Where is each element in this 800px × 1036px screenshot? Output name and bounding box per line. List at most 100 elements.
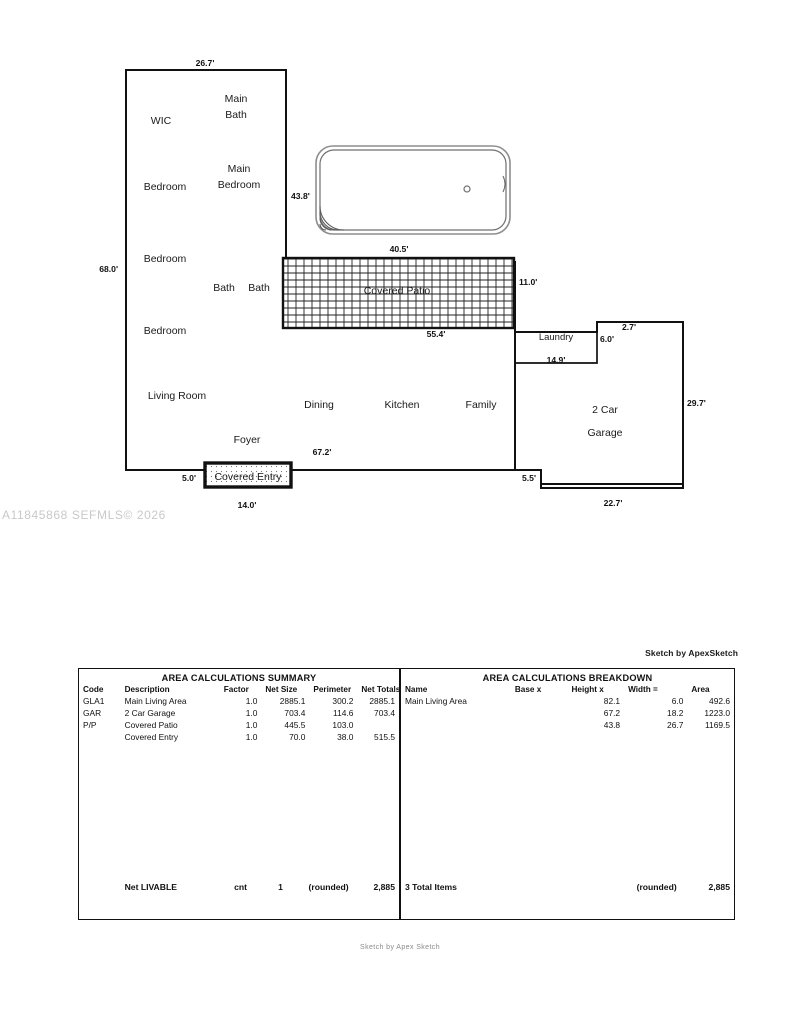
cell-description: Main Living Area (124, 696, 187, 706)
room-label-foyer: Foyer (234, 434, 261, 446)
room-label-bedroom-2: Bedroom (144, 181, 187, 193)
cell-perimeter: 300.2 (332, 696, 354, 706)
room-label-covered-patio: Covered Patio (364, 285, 431, 297)
dim-top-width: 26.7' (196, 58, 215, 68)
room-label-bath-2: Bath (248, 282, 270, 294)
table-row: GAR 2 Car Garage 1.0 703.4 114.6 703.4 (79, 707, 399, 719)
breakdown-col-name: Name (405, 685, 428, 694)
cell-area: 1223.0 (704, 708, 730, 718)
cell-perimeter: 114.6 (333, 708, 354, 718)
table-row: P/P Covered Patio 1.0 445.5 103.0 (79, 719, 399, 731)
dim-garage-right: 29.7' (687, 398, 706, 408)
area-calculations-summary-table: AREA CALCULATIONS SUMMARY Code Descripti… (78, 668, 400, 920)
totals-spacer (534, 881, 607, 893)
cell-net-total: 703.4 (374, 708, 395, 718)
dim-laundry-right: 6.0' (600, 334, 614, 344)
table-row: GLA1 Main Living Area 1.0 2885.1 300.2 2… (79, 695, 399, 707)
room-label-covered-entry: Covered Entry (214, 471, 282, 483)
dim-pool-width: 40.5' (390, 244, 409, 254)
cell-net-size: 703.4 (284, 708, 306, 718)
summary-col-perimeter: Perimeter (313, 685, 352, 694)
cell-net-total: 2885.1 (369, 696, 395, 706)
dim-laundry-width: 14.9' (547, 355, 566, 365)
breakdown-table-grid: Name Base x Height x Width = Area Main L… (401, 683, 734, 731)
cell-factor: 1.0 (245, 732, 258, 742)
room-label-main-bedroom-line1: Main (228, 163, 251, 175)
cell-description: Covered Entry (124, 732, 179, 742)
breakdown-col-base: Base x (514, 685, 542, 694)
room-label-bedroom-4: Bedroom (144, 325, 187, 337)
room-label-garage-line1: 2 Car (592, 404, 618, 416)
summary-col-code: Code (83, 685, 104, 694)
dim-entry-bottom: 14.0' (238, 500, 257, 510)
cell-width: 6.0 (671, 696, 684, 706)
room-label-laundry: Laundry (539, 332, 574, 343)
net-livable-unit: cnt (234, 882, 248, 892)
pool-ladder-icon (502, 175, 506, 193)
cell-height: 43.8 (603, 720, 621, 730)
pool-drain-icon (463, 185, 471, 193)
pool (315, 145, 511, 235)
covered-patio-shape (281, 256, 516, 330)
breakdown-col-height: Height x (571, 685, 604, 694)
cell-perimeter: 38.0 (337, 732, 354, 742)
cell-net-size: 2885.1 (279, 696, 306, 706)
cell-area: 1169.5 (705, 720, 730, 730)
dim-patio-right: 11.0' (519, 277, 537, 287)
summary-header-row: Code Description Factor Net Size Perimet… (79, 683, 401, 695)
cell-factor: 1.0 (245, 696, 258, 706)
dim-laundry-notch: 2.7' (622, 322, 636, 332)
breakdown-table-title: AREA CALCULATIONS BREAKDOWN (482, 673, 653, 683)
summary-col-description: Description (124, 685, 170, 694)
room-label-main-bath-line2: Bath (225, 109, 247, 121)
table-row: 43.8 26.7 1169.5 (401, 719, 734, 731)
room-label-bath-1: Bath (213, 282, 235, 294)
cell-name (401, 719, 511, 731)
cell-base (511, 719, 568, 731)
dim-patio-bottom: 55.4' (427, 329, 446, 339)
breakdown-rounded-label: (rounded) (636, 882, 677, 892)
breakdown-col-width: Width = (628, 685, 658, 694)
room-label-main-bedroom-line2: Bedroom (218, 179, 261, 191)
dim-entry-left: 5.0' (182, 473, 196, 483)
cell-description: 2 Car Garage (124, 708, 176, 718)
mls-watermark: A11845868 SEFMLS© 2026 (2, 508, 166, 522)
cell-code: P/P (83, 720, 97, 730)
cell-code: GAR (83, 708, 102, 718)
cell-width: 26.7 (667, 720, 684, 730)
cell-height: 82.1 (603, 696, 621, 706)
cell-name (401, 707, 511, 719)
summary-col-net-totals: Net Totals (361, 685, 401, 694)
summary-table-title: AREA CALCULATIONS SUMMARY (161, 673, 317, 683)
dim-pool-right: 43.8' (291, 191, 310, 201)
cell-net-size: 445.5 (284, 720, 306, 730)
net-livable-label: Net LIVABLE (124, 882, 177, 892)
table-row: 67.2 18.2 1223.0 (401, 707, 734, 719)
cell-perimeter: 103.0 (332, 720, 354, 730)
cell-description: Covered Patio (124, 720, 178, 730)
breakdown-header-row: Name Base x Height x Width = Area (401, 683, 734, 695)
dim-left-height: 68.0' (99, 264, 118, 274)
room-label-garage-line2: Garage (587, 427, 622, 439)
room-label-bedroom-3: Bedroom (144, 253, 187, 265)
pool-steps-icon (319, 205, 345, 231)
cell-net-size: 70.0 (289, 732, 306, 742)
cell-code: GLA1 (83, 696, 105, 706)
cell-name: Main Living Area (405, 696, 467, 706)
summary-totals-row: Net LIVABLE cnt 1 (rounded) 2,885 (79, 881, 399, 893)
totals-spacer (79, 881, 121, 893)
cell-area: 492.6 (709, 696, 730, 706)
breakdown-totals-row: 3 Total Items (rounded) 2,885 (401, 881, 734, 893)
cell-base (511, 707, 568, 719)
net-livable-rounded: (rounded) (308, 882, 349, 892)
dim-house-bottom: 67.2' (313, 447, 332, 457)
room-label-family: Family (466, 399, 498, 411)
room-label-kitchen: Kitchen (384, 399, 419, 411)
breakdown-total: 2,885 (708, 882, 730, 892)
cell-base (511, 695, 568, 707)
summary-col-net-size: Net Size (265, 685, 298, 694)
garage-outline (514, 321, 684, 485)
floor-plan-sketch: WIC Main Bath Bedroom Main Bedroom Bedro… (99, 58, 706, 510)
dim-garage-bottom: 22.7' (604, 498, 623, 508)
